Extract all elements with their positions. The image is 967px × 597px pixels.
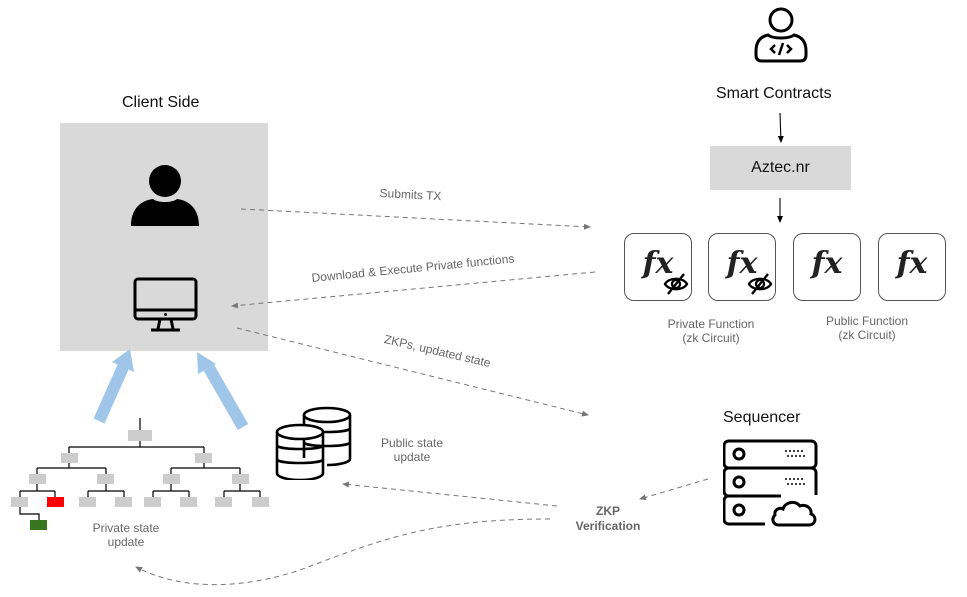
removed-leaf [47, 497, 64, 507]
private-function-label-line1: Private Function [667, 317, 755, 331]
zkp-verification-line2: Verification [575, 519, 641, 533]
developer-code-icon [754, 7, 808, 63]
client-side-title: Client Side [122, 94, 200, 111]
private-function-box: fx [624, 233, 692, 301]
private-state-line2: update [107, 535, 145, 549]
client-side-panel [60, 123, 268, 351]
arrow-contracts-to-aztec [777, 112, 784, 143]
public-function-label: Public Function (zk Circuit) [808, 314, 926, 342]
blue-arrow-left [93, 349, 134, 424]
private-state-label: Private state update [86, 521, 166, 549]
private-function-label: Private Function (zk Circuit) [652, 317, 770, 345]
zkp-verification-line1: ZKP [596, 504, 620, 518]
private-function-box: fx [708, 233, 776, 301]
arrow-public-state-update [342, 481, 558, 507]
blue-arrow-right [197, 352, 249, 430]
public-state-line1: Public state [380, 436, 444, 450]
arrow-private-state-update [135, 518, 551, 586]
zkp-verification-label: ZKP Verification [565, 504, 651, 534]
arrow-zkps-updated-state [236, 327, 589, 417]
desktop-monitor-icon [133, 277, 198, 332]
added-leaf [30, 520, 47, 530]
public-function-box: fx [793, 233, 861, 301]
public-state-line2: update [393, 450, 431, 464]
server-cloud-icon [723, 439, 818, 527]
arrow-submits-tx [240, 208, 591, 230]
user-icon [131, 165, 199, 226]
public-function-label-line1: Public Function [825, 314, 909, 328]
smart-contracts-title: Smart Contracts [716, 85, 832, 102]
function-symbol: fx [726, 246, 758, 281]
public-function-label-line2: (zk Circuit) [838, 328, 896, 342]
public-state-label: Public state update [372, 436, 452, 464]
public-function-box: fx [878, 233, 946, 301]
merkle-tree-icon [11, 418, 269, 530]
eye-slash-icon [663, 273, 689, 295]
arrow-download-execute [231, 271, 596, 309]
function-symbol: fx [642, 246, 674, 281]
eye-slash-icon [747, 273, 773, 295]
function-symbol: fx [811, 246, 843, 281]
private-function-label-line2: (zk Circuit) [682, 331, 740, 345]
private-state-line1: Private state [92, 521, 160, 535]
aztec-nr-box: Aztec.nr [710, 146, 851, 190]
function-symbol: fx [896, 246, 928, 281]
sequencer-title: Sequencer [723, 409, 801, 426]
database-icon [275, 406, 352, 480]
arrow-sequencer-to-verification [639, 478, 709, 501]
